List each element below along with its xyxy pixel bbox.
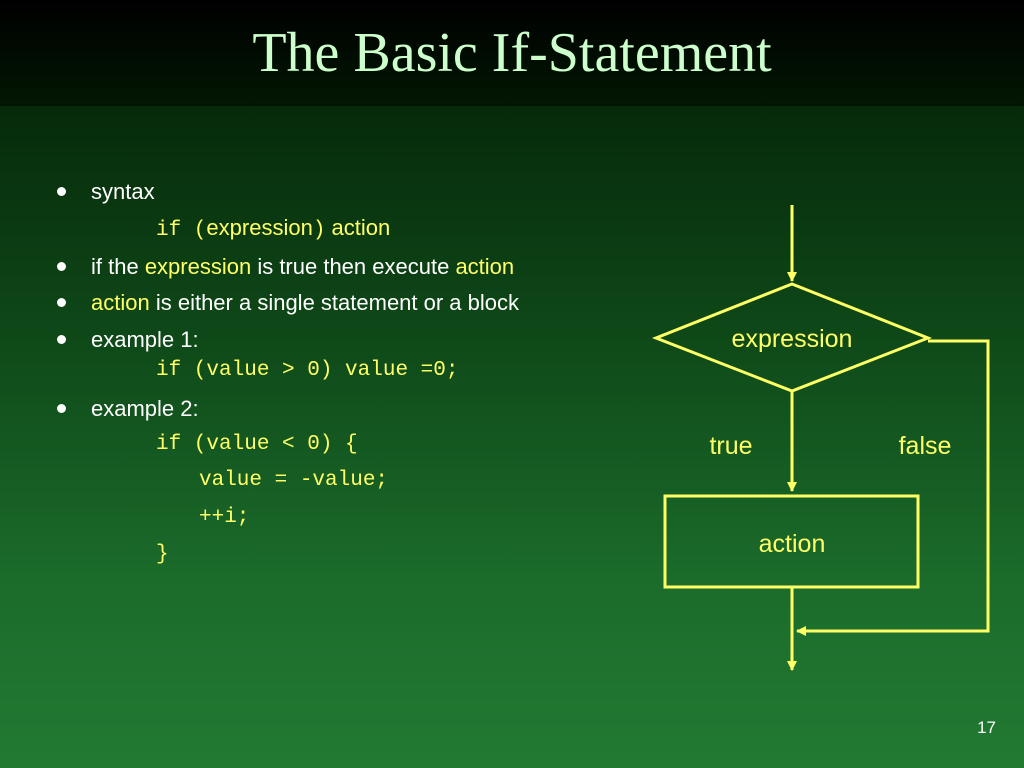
bullet-syntax: syntax xyxy=(91,179,155,204)
bullet2-mid: is true then execute xyxy=(251,254,456,279)
decision-label: expression xyxy=(732,325,853,353)
syntax-close-paren: ) xyxy=(312,219,326,242)
bullet-if-expression-true: if the expression is true then execute a… xyxy=(91,253,514,281)
action-label: action xyxy=(759,530,826,558)
page-number: 17 xyxy=(977,718,996,737)
bullet-dot xyxy=(57,298,66,307)
title-band xyxy=(0,0,1024,106)
bullet-dot xyxy=(57,187,66,196)
bullet2-action: action xyxy=(455,254,515,279)
slide-title: The Basic If-Statement xyxy=(252,22,772,84)
bullet-example-1: example 1: xyxy=(91,327,199,352)
bullet3-action: action xyxy=(91,290,150,315)
syntax-line: if (expression) action xyxy=(156,214,390,245)
bullet-example-2: example 2: xyxy=(91,396,199,421)
bullet-list: syntax if (expression) action if the exp… xyxy=(57,179,519,566)
example-2-code-line: if (value < 0) { xyxy=(156,433,358,456)
bullet3-rest: is either a single statement or a block xyxy=(149,290,520,315)
false-label: false xyxy=(899,432,952,460)
bullet2-pre: if the xyxy=(91,254,145,279)
false-path-arrow xyxy=(796,339,990,636)
example-2-code-line: value = -value; xyxy=(199,469,389,492)
bullet-dot xyxy=(57,262,66,271)
bullet-dot xyxy=(57,335,66,344)
bullet-dot xyxy=(57,404,66,413)
bullet-action-definition: action is either a single statement or a… xyxy=(91,289,519,317)
syntax-action: action xyxy=(331,215,391,240)
bullet2-expression: expression xyxy=(144,254,252,279)
example-2-code-line: ++i; xyxy=(199,506,250,529)
example-1-code: if (value > 0) value =0; xyxy=(156,359,459,382)
true-label: true xyxy=(709,432,752,460)
example-2-code-line: } xyxy=(156,543,169,566)
syntax-if-keyword: if ( xyxy=(156,219,207,242)
syntax-expression: expression xyxy=(206,215,313,240)
